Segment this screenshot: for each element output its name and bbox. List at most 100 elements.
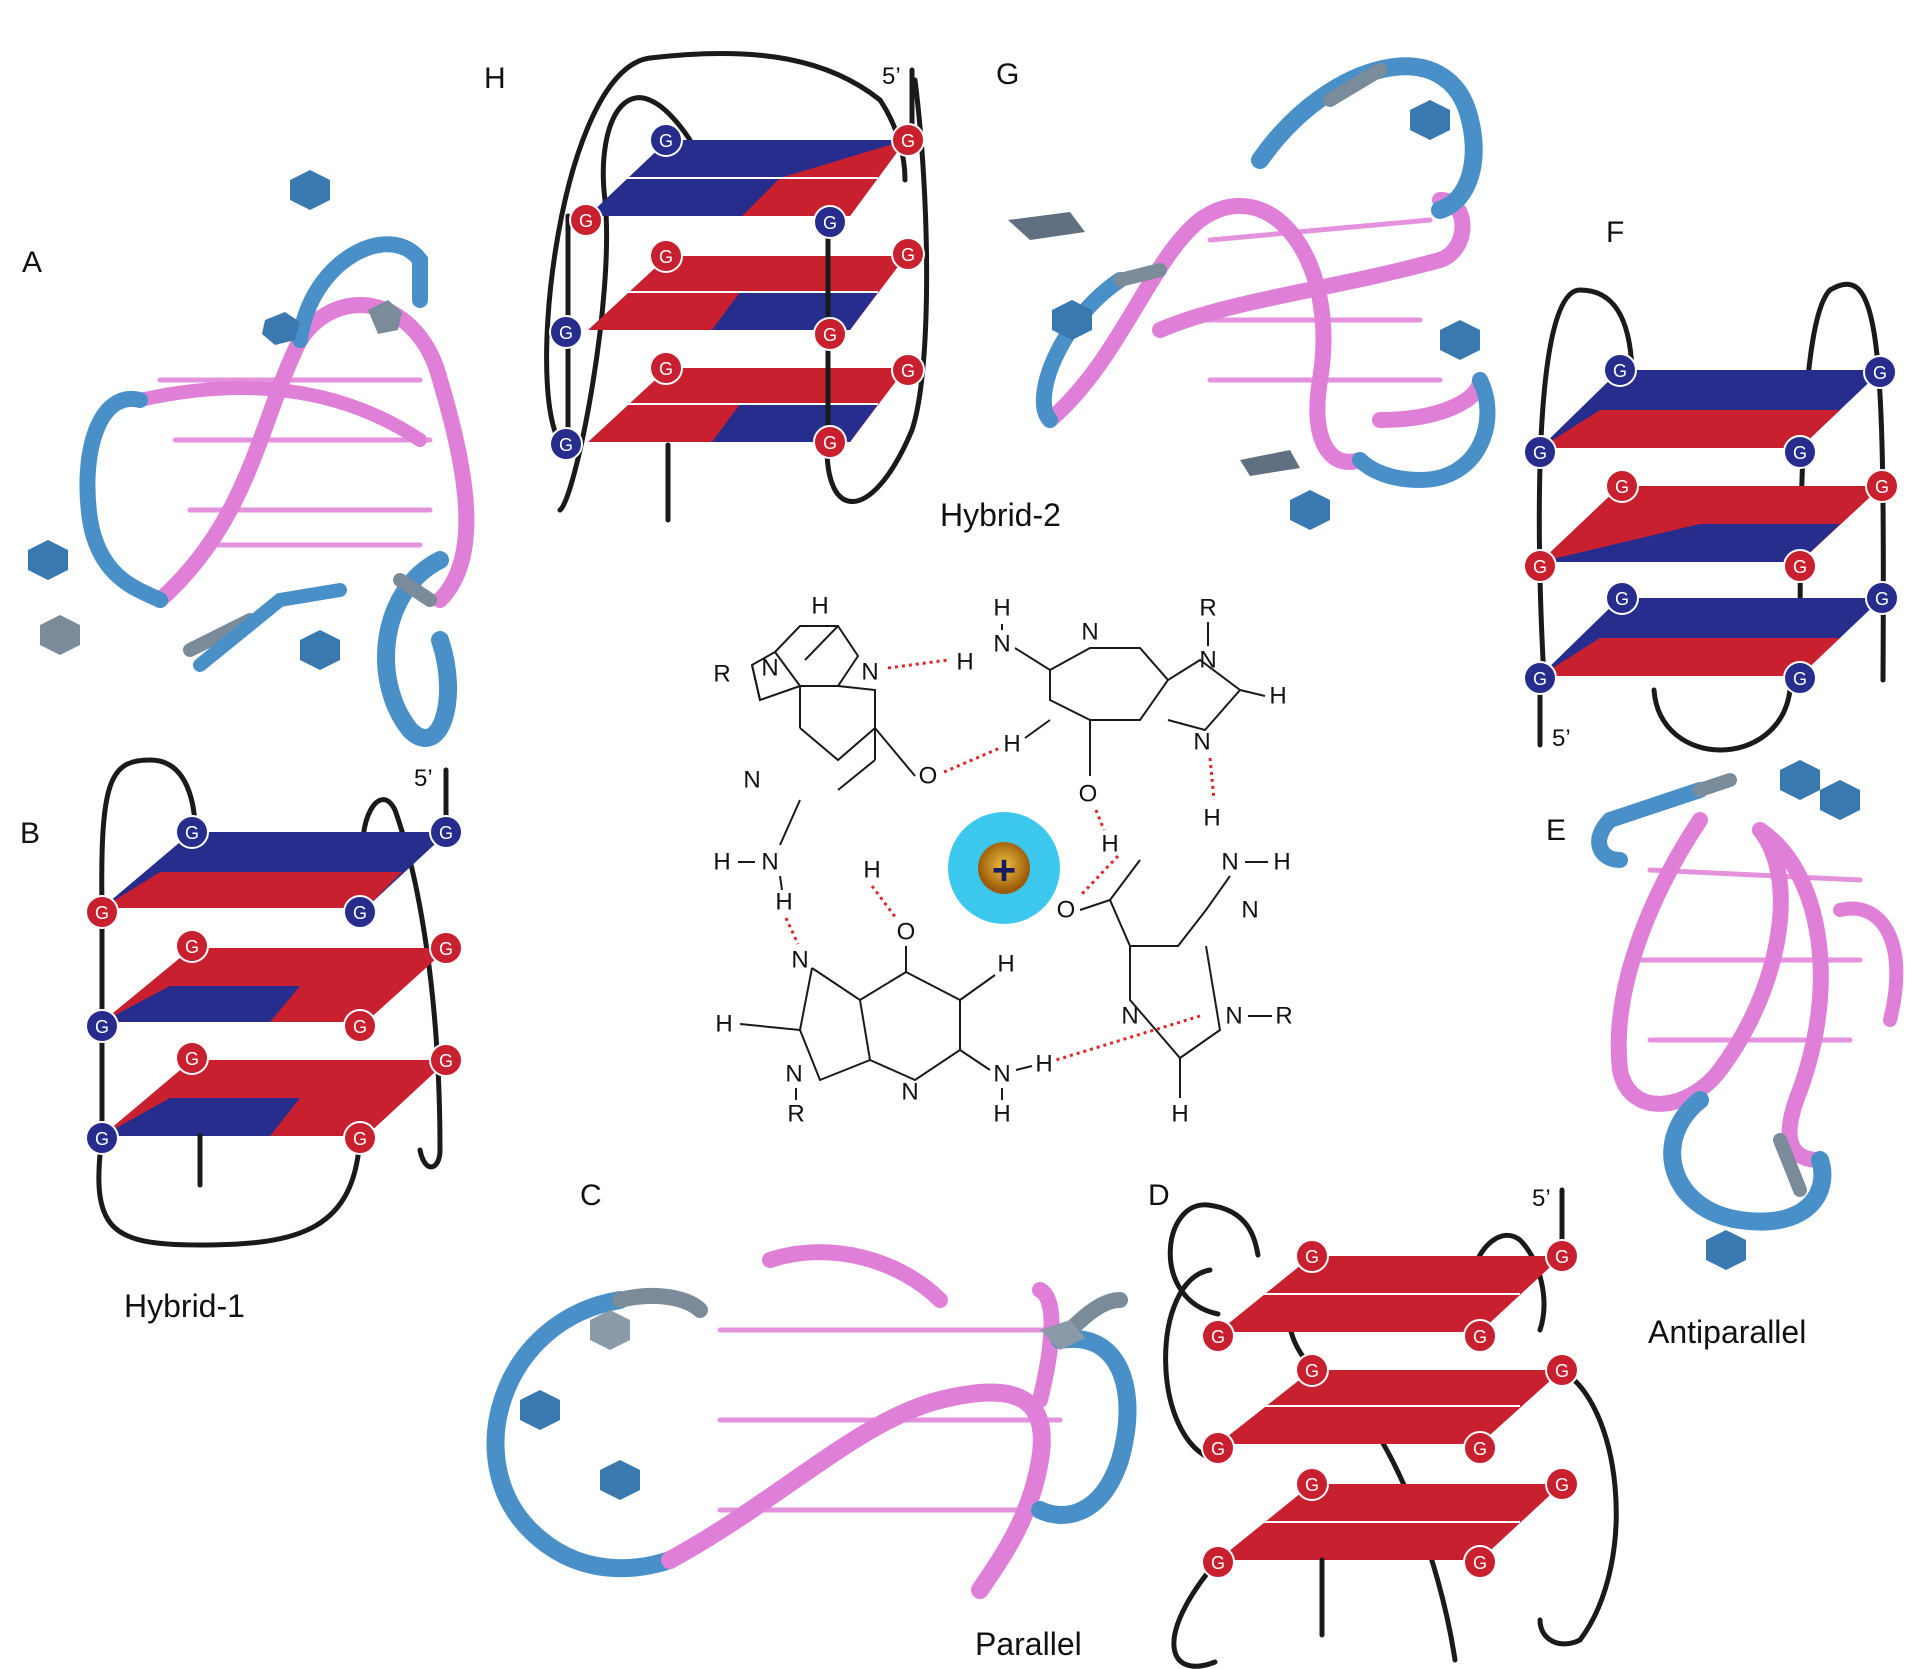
atom-h-tr-2: H <box>956 649 973 676</box>
atom-h-bl-4: H <box>1035 1051 1052 1078</box>
caption-hybrid-1: Hybrid-1 <box>124 1288 245 1324</box>
atom-h-bl-3: H <box>993 1101 1010 1128</box>
panel-d-strand-loop-right <box>1473 1232 1619 1647</box>
panel-e-ribbon-model <box>1591 760 1904 1270</box>
panel-h-g-11-label: G <box>559 435 573 455</box>
panel-d-g-1-label: G <box>1305 1247 1319 1267</box>
panel-f-g-2-label: G <box>1873 363 1887 383</box>
atom-n-tl-3: N <box>743 767 760 794</box>
panel-g-backbone-pink-3 <box>1372 372 1488 428</box>
panel-b-g-1 <box>175 815 209 849</box>
panel-d-g-5 <box>1295 1353 1329 1387</box>
panel-b-g-5-label: G <box>185 937 199 957</box>
g-tetrad-structure: R N H N N O H N H H H N H N R N H N H O <box>713 593 1292 1128</box>
panel-h-g-9-label: G <box>659 359 673 379</box>
panel-b-strand-loop-right <box>360 797 443 1170</box>
panel-d-g-9 <box>1295 1467 1329 1501</box>
atom-h-bl-2: H <box>715 1011 732 1038</box>
panel-f-g-10 <box>1865 581 1899 615</box>
atom-n-br-2: N <box>1241 897 1258 924</box>
panel-d-g-11 <box>1201 1545 1235 1579</box>
atom-h-tr-1: H <box>993 595 1010 622</box>
panel-g-backbone-gray <box>1113 63 1387 287</box>
panel-h-g-nodes: G G G G G G G G G G G G <box>549 123 925 461</box>
panel-g-backbone-blue-3 <box>1352 372 1496 489</box>
atom-n-tl-2: N <box>861 659 878 686</box>
panel-b-g-5 <box>175 929 209 963</box>
atom-n-tr-1: N <box>993 631 1010 658</box>
panel-d-g-5-label: G <box>1305 1361 1319 1381</box>
panel-a-backbone-blue-3 <box>377 551 457 747</box>
atom-h-tr-4: H <box>1003 731 1020 758</box>
panel-c-backbone-pink-2 <box>762 1244 948 1308</box>
panel-a-backbone-blue-4 <box>193 583 347 672</box>
panel-b-g-11 <box>85 1121 119 1155</box>
panel-d-g-nodes: G G G G G G G G G G G G <box>1201 1239 1579 1579</box>
panel-d-g-8 <box>1463 1431 1497 1465</box>
panel-a-backbone-blue <box>79 390 168 608</box>
atom-o-tr: O <box>1079 781 1098 808</box>
panel-g-backbone-pink <box>1042 198 1368 470</box>
panel-f-g-nodes: G G G G G G G G G G G G <box>1523 353 1899 695</box>
panel-e-backbone-pink <box>1610 812 1789 1112</box>
panel-b-g-4-label: G <box>353 903 367 923</box>
atom-h-br-1: H <box>1203 805 1220 832</box>
panel-f-g-12-label: G <box>1793 669 1807 689</box>
panel-f-g-9-label: G <box>1615 589 1629 609</box>
panel-d-strand-loop-left <box>1167 1202 1261 1317</box>
atom-n-tl-4: N <box>761 849 778 876</box>
panel-d-g-12-label: G <box>1473 1553 1487 1573</box>
panel-d-g-2-label: G <box>1555 1247 1569 1267</box>
panel-b-strand-loop-bottom <box>96 1133 363 1248</box>
panel-b-g-nodes: G G G G G G G G G G G G <box>85 815 463 1155</box>
panel-b-g-3-label: G <box>95 903 109 923</box>
panel-f-tetrad-1-red <box>1540 410 1840 448</box>
panel-d-g-7 <box>1201 1431 1235 1465</box>
panel-f-schematic: 5’ G G G G G G G G G G G G <box>1523 281 1899 753</box>
panel-b-g-9-label: G <box>185 1049 199 1069</box>
atom-h-tl-4: H <box>863 857 880 884</box>
panel-h-g-3 <box>569 203 603 237</box>
panel-f-g-7-label: G <box>1533 557 1547 577</box>
panel-h-g-5 <box>649 239 683 273</box>
panel-d-g-3-label: G <box>1211 1327 1225 1347</box>
panel-b-g-12-label: G <box>353 1129 367 1149</box>
atom-n-br-1: N <box>1221 849 1238 876</box>
panel-f-g-1 <box>1603 353 1637 387</box>
panel-f-g-7 <box>1523 549 1557 583</box>
panel-b-g-1-label: G <box>185 823 199 843</box>
panel-c-backbone-pink-3 <box>1032 1282 1060 1408</box>
atom-h-br-3: H <box>1101 831 1118 858</box>
panel-letter-g: G <box>996 58 1019 91</box>
panel-g-backbone-blue <box>1251 57 1483 219</box>
atom-h-tl-3: H <box>775 889 792 916</box>
panel-h-g-2-label: G <box>901 131 915 151</box>
panel-d-g-4 <box>1463 1319 1497 1353</box>
panel-c-backbone-gray-left <box>612 1287 708 1318</box>
panel-f-g-10-label: G <box>1875 589 1889 609</box>
panel-h-g-4-label: G <box>823 213 837 233</box>
panel-h-g-6 <box>891 237 925 271</box>
panel-h-g-1-label: G <box>659 131 673 151</box>
atom-o-tl: O <box>919 763 938 790</box>
panel-b-g-10-label: G <box>439 1051 453 1071</box>
panel-f-strand-loop-bottom <box>1651 687 1793 753</box>
atom-n-bl-2: N <box>785 1061 802 1088</box>
central-cation: + <box>948 812 1060 924</box>
panel-b-tetrad-1-red <box>102 872 402 908</box>
panel-e-backbone-blue-2 <box>1591 782 1708 868</box>
panel-f-g-8-label: G <box>1793 557 1807 577</box>
panel-a-bases-gray <box>40 300 402 655</box>
panel-e-backbone-pink-3 <box>1833 901 1904 1027</box>
panel-h-g-1 <box>649 123 683 157</box>
panel-h-tetrad-3-blue <box>712 404 878 442</box>
atom-h-bl-1: H <box>997 951 1014 978</box>
atom-h-tl-2: H <box>713 849 730 876</box>
panel-e-bases <box>1706 760 1860 1270</box>
panel-h-g-12 <box>813 425 847 459</box>
panel-d-g-9-label: G <box>1305 1475 1319 1495</box>
caption-hybrid-2: Hybrid-2 <box>940 497 1061 533</box>
panel-b-g-3 <box>85 895 119 929</box>
panel-b-g-11-label: G <box>95 1129 109 1149</box>
